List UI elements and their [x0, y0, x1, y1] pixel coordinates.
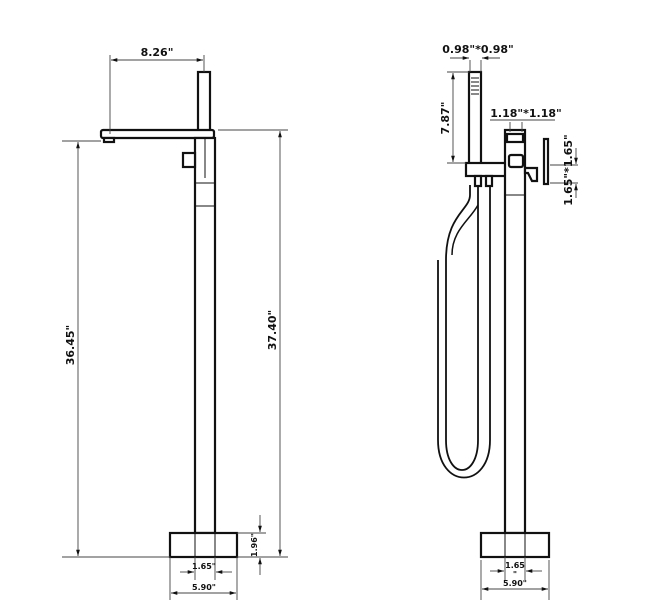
dim-handshower-length: 7.87"	[439, 102, 452, 135]
right-faucet-view	[437, 70, 551, 559]
spout-outlet	[102, 136, 116, 144]
dim-base-height: 1.96"	[250, 533, 259, 557]
dim-total-height: 37.40"	[266, 310, 279, 351]
spout	[99, 128, 216, 140]
valve-knob	[181, 151, 197, 169]
left-dimensions: 8.26" 36.45" 37.40" 1.96" 1.65" 5.90"	[62, 46, 288, 600]
dim-lever-size: 1.65"*1.65"	[562, 134, 575, 206]
dim-handshower-size: 0.98"*0.98"	[442, 43, 514, 56]
dim-spout-height: 36.45"	[64, 325, 77, 366]
dim-pipe-width-left: 1.65"	[192, 562, 216, 571]
base-left	[168, 531, 239, 559]
dim-pipe-width-mark: "	[513, 570, 517, 579]
dim-base-width-left: 5.90"	[192, 583, 216, 592]
hose	[445, 185, 479, 471]
faucet-pipe-right	[503, 128, 527, 535]
base-right	[479, 531, 551, 559]
handshower-left	[196, 70, 212, 134]
dim-spout-length: 8.26"	[141, 46, 174, 59]
right-dimensions: 0.98"*0.98" 7.87" 1.18"*1.18" 1.65"*1.65…	[439, 43, 578, 600]
faucet-pipe-left	[193, 136, 217, 535]
dim-valve-size: 1.18"*1.18"	[490, 107, 562, 120]
left-faucet-view	[99, 70, 239, 559]
handshower-grip-icon	[471, 77, 479, 95]
dim-base-width-right: 5.90"	[503, 579, 527, 588]
lever-handle	[542, 137, 550, 186]
dim-pipe-width-right: 1.65	[505, 561, 525, 570]
